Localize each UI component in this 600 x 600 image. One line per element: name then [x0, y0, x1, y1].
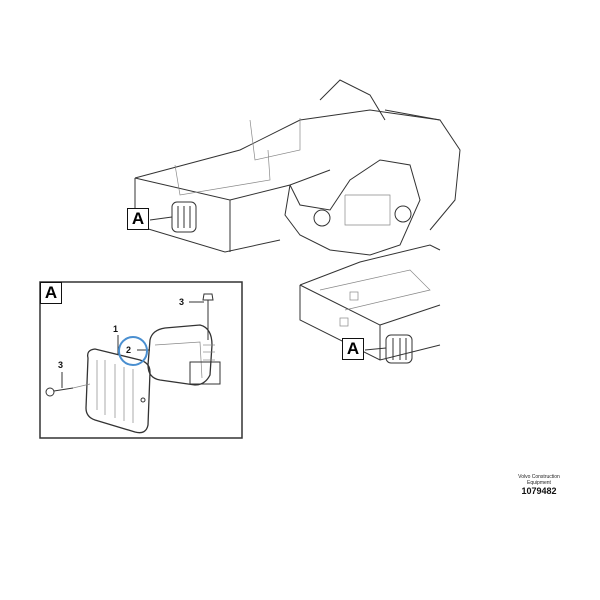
highlight-circle: [118, 336, 148, 366]
part-label-2: 2: [126, 345, 132, 355]
part-label-3-top: 3: [179, 297, 185, 307]
work-light-upper: [171, 201, 197, 233]
view-callout-a: A: [127, 208, 149, 230]
part-label-3-left: 3: [58, 360, 64, 370]
upper-frame: [134, 79, 461, 256]
lower-frame: [299, 244, 441, 364]
drawing-part-number: 1079482: [521, 486, 557, 496]
detail-view-frame: [39, 281, 243, 439]
view-callout-a-2: A: [342, 338, 364, 360]
detail-callout-a: A: [40, 282, 62, 304]
bolts: [45, 293, 214, 397]
brand-line-2: Equipment: [527, 480, 551, 486]
part-label-1: 1: [113, 324, 119, 334]
brand-line-1: Volvo Construction: [518, 474, 560, 480]
lamp-guard: [85, 348, 151, 434]
work-light-lamp: [147, 324, 221, 386]
